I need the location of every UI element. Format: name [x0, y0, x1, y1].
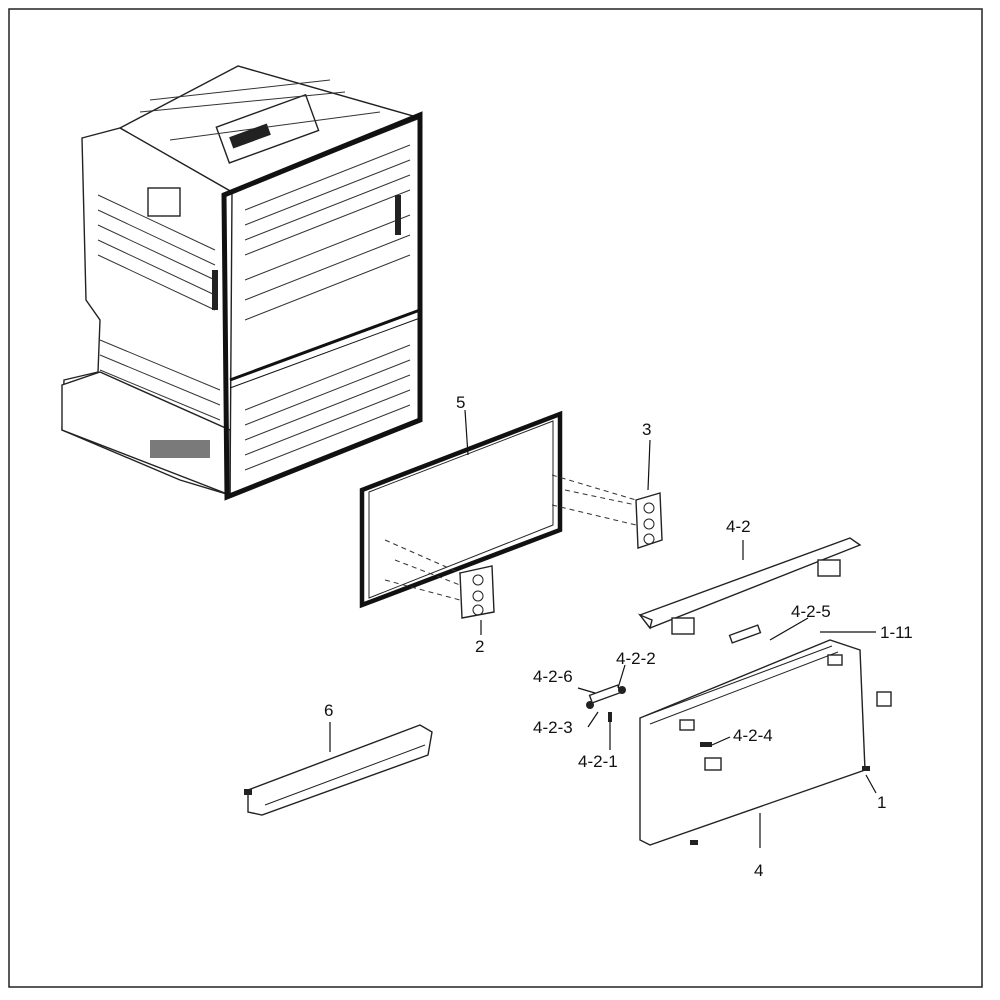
callout-2: 2 — [475, 637, 484, 656]
callout-1: 1 — [877, 793, 886, 812]
bottom-trim-6 — [244, 724, 433, 816]
gasket-frame-5 — [359, 410, 563, 609]
callout-4-2-1: 4-2-1 — [578, 752, 618, 771]
callout-6: 6 — [324, 701, 333, 720]
callout-4-2-6: 4-2-6 — [533, 667, 573, 686]
callout-1-11: 1-11 — [880, 623, 913, 642]
hardware-parts — [586, 624, 870, 845]
rail-bracket-2 — [384, 539, 495, 619]
callout-4-2-2: 4-2-2 — [616, 649, 656, 668]
callout-3: 3 — [642, 420, 651, 439]
callout-4-2-3: 4-2-3 — [533, 718, 573, 737]
diagram-border — [8, 8, 983, 988]
callout-5: 5 — [456, 393, 465, 412]
handle-4-2 — [637, 537, 862, 635]
callout-4-2: 4-2 — [726, 517, 751, 536]
leader-lines — [329, 409, 877, 848]
callout-4: 4 — [754, 861, 763, 880]
rail-bracket-3 — [551, 474, 663, 549]
callout-4-2-4: 4-2-4 — [733, 726, 773, 745]
callout-4-2-5: 4-2-5 — [791, 602, 831, 621]
refrigerator-cabinet — [61, 65, 423, 501]
